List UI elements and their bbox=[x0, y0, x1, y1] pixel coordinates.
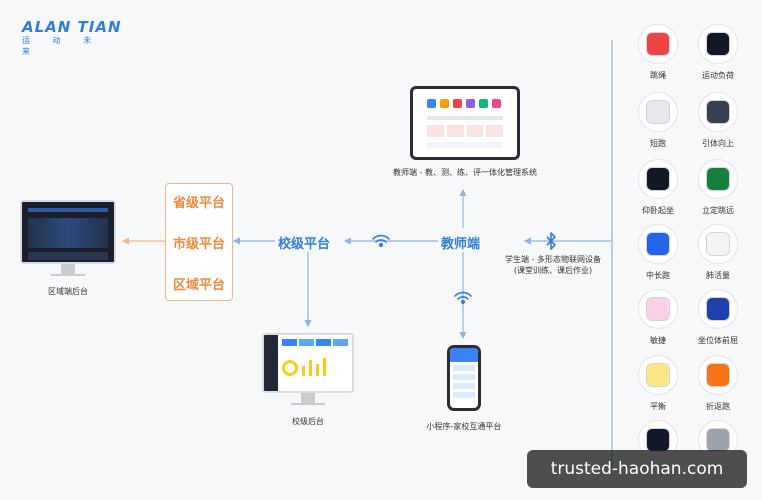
school-backend-device: 校级后台 bbox=[262, 333, 354, 427]
device-label: 敏捷 bbox=[650, 336, 666, 345]
sit-up-belt-icon bbox=[638, 159, 678, 199]
device-label: 坐位体前屈 bbox=[698, 336, 738, 345]
device-item: 短跑 bbox=[628, 92, 688, 149]
watermark: trusted-haohan.com bbox=[527, 450, 747, 488]
region-backend-label: 区域端后台 bbox=[48, 287, 88, 296]
sit-reach-icon bbox=[698, 289, 738, 329]
bluetooth-icon bbox=[546, 232, 556, 250]
logo-subtitle: 运 动 未 来 bbox=[22, 36, 102, 56]
agility-pad-icon bbox=[638, 289, 678, 329]
device-label: 立定跳远 bbox=[702, 206, 734, 215]
brand-logo: ALAN TIAN 运 动 未 来 bbox=[22, 18, 130, 57]
device-label: 运动负荷 bbox=[702, 71, 734, 80]
device-label: 引体向上 bbox=[702, 139, 734, 148]
tablet-app-icons bbox=[427, 99, 517, 108]
device-label: 肺活量 bbox=[706, 271, 730, 280]
monitor-stand bbox=[61, 264, 75, 274]
school-platform-label: 校级平台 bbox=[278, 237, 331, 252]
device-item: 坐位体前屈 bbox=[688, 289, 748, 346]
spirometer-icon bbox=[698, 224, 738, 264]
admin-platform-box: 省级平台 市级平台 区域平台 bbox=[165, 183, 233, 301]
school-backend-label: 校级后台 bbox=[292, 417, 324, 426]
device-item: 折返跑 bbox=[688, 355, 748, 412]
device-item: 引体向上 bbox=[688, 92, 748, 149]
device-label: 跳绳 bbox=[650, 71, 666, 80]
region-monitor-screen bbox=[20, 200, 116, 264]
device-label: 折返跑 bbox=[706, 402, 730, 411]
student-device-caption: 学生端 - 多形态物联网设备 (课堂训练、课后作业) bbox=[498, 254, 608, 276]
school-monitor-screen bbox=[262, 333, 354, 393]
device-item: 中长跑 bbox=[628, 224, 688, 281]
device-item: 运动负荷 bbox=[688, 24, 748, 81]
cone-icon bbox=[698, 355, 738, 395]
device-item: 肺活量 bbox=[688, 224, 748, 281]
wifi-icon bbox=[372, 234, 390, 248]
monitor-base bbox=[291, 403, 325, 405]
wifi-icon bbox=[454, 291, 472, 305]
jump-rope-icon bbox=[638, 24, 678, 64]
teacher-label: 教师端 bbox=[441, 237, 481, 252]
sprint-sensor-icon bbox=[638, 92, 678, 132]
device-label: 短跑 bbox=[650, 139, 666, 148]
device-item: 跳绳 bbox=[628, 24, 688, 81]
mini-program-caption: 小程序-家校互通平台 bbox=[426, 422, 502, 431]
student-caption-line1: 学生端 - 多形态物联网设备 bbox=[505, 255, 601, 264]
student-caption-line2: (课堂训练、课后作业) bbox=[513, 266, 593, 275]
device-label: 平衡 bbox=[650, 402, 666, 411]
logo-mark: ALAN TIAN bbox=[22, 18, 122, 36]
province-platform-label: 省级平台 bbox=[172, 196, 225, 211]
city-platform-label: 市级平台 bbox=[172, 237, 225, 252]
district-platform-label: 区域平台 bbox=[172, 278, 225, 293]
wristband-icon bbox=[638, 224, 678, 264]
device-item: 平衡 bbox=[628, 355, 688, 412]
balance-disc-icon bbox=[638, 355, 678, 395]
device-item: 立定跳远 bbox=[688, 159, 748, 216]
device-label: 中长跑 bbox=[646, 271, 670, 280]
heart-rate-band-icon bbox=[698, 24, 738, 64]
pull-up-sensor-icon bbox=[698, 92, 738, 132]
teacher-system-caption: 教师端 - 教、测、练、评一体化管理系统 bbox=[393, 168, 537, 177]
region-backend-device: 区域端后台 bbox=[20, 200, 116, 297]
monitor-stand bbox=[301, 393, 315, 403]
long-jump-mat-icon bbox=[698, 159, 738, 199]
device-label: 仰卧起坐 bbox=[642, 206, 674, 215]
monitor-base bbox=[51, 274, 85, 276]
device-item: 仰卧起坐 bbox=[628, 159, 688, 216]
mini-program-phone bbox=[447, 345, 481, 411]
device-item: 敏捷 bbox=[628, 289, 688, 346]
teacher-tablet bbox=[410, 86, 520, 160]
